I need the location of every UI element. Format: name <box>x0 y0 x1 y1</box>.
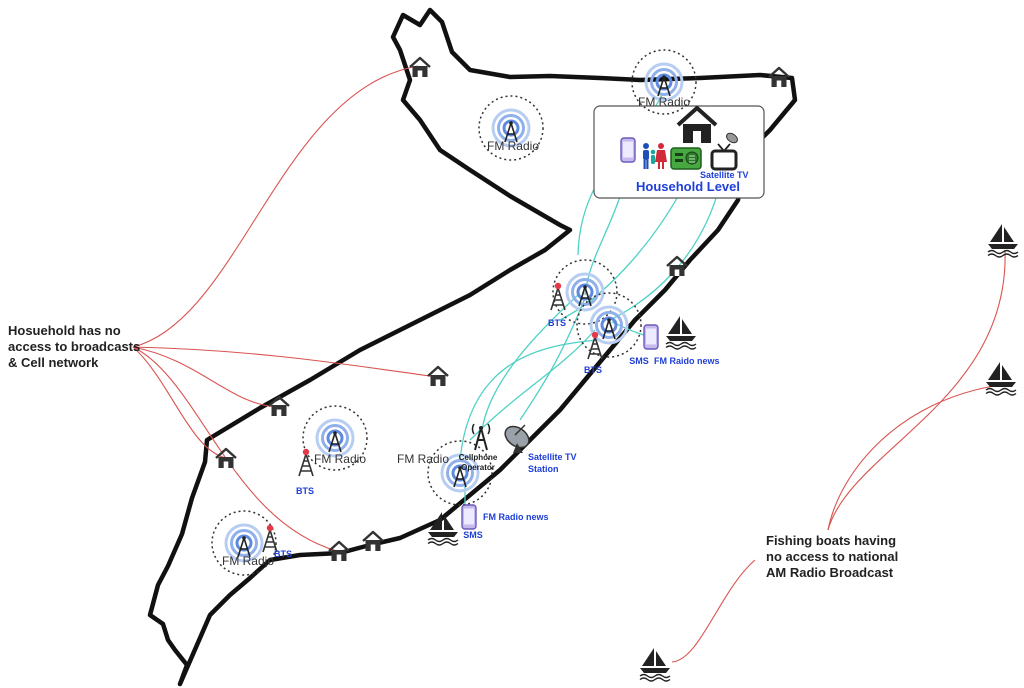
callout-line: Fishing boats having <box>766 533 897 548</box>
sms-label: SMS <box>463 530 483 540</box>
house-icon <box>408 56 432 79</box>
house-icon <box>214 447 238 470</box>
no-access-links <box>132 65 1006 663</box>
bts-label: BTS <box>296 486 314 496</box>
phone-icon <box>643 324 659 350</box>
boat-icon <box>987 223 1019 258</box>
cellphone-operator-label-1: Cellphone <box>459 453 498 462</box>
fm-radio-label: FM Radio <box>397 452 449 466</box>
callout-line: access to broadcasts <box>8 339 141 354</box>
bts-label: BTS <box>274 549 292 559</box>
bts-label: BTS <box>548 318 566 328</box>
satellite-dish-icon <box>504 424 530 453</box>
satellite-tv-label: Satellite TV <box>700 170 749 180</box>
house-icon <box>767 66 791 89</box>
satellite-station-label-1: Satellite TV <box>528 452 577 462</box>
callout-line: Hosuehold has no <box>8 323 121 338</box>
boat-icon <box>639 647 671 682</box>
cellphone-operator-label-2: Operator <box>461 463 495 472</box>
callout-line: & Cell network <box>8 355 99 370</box>
bts-tower-icon <box>298 447 314 477</box>
household-level-label: Household Level <box>636 179 740 194</box>
cellphone-operator-icon <box>471 423 491 451</box>
sms-label: SMS <box>629 356 649 366</box>
fm-radio-news-label: FM Radio news <box>483 512 549 522</box>
house-icon <box>426 365 450 388</box>
house-icon <box>361 530 385 553</box>
bts-tower-icon <box>262 523 278 553</box>
household-phones-icon <box>620 137 636 163</box>
tv-icon <box>710 132 738 171</box>
household-no-access-callout: Hosuehold has no access to broadcasts & … <box>8 323 140 371</box>
radio-set-icon <box>670 147 702 170</box>
boat-icon <box>985 361 1017 396</box>
big-house-icon <box>676 106 718 143</box>
satellite-station-label-2: Station <box>528 464 559 474</box>
fm-radio-label: FM Radio <box>222 554 274 568</box>
fm-radio-label: FM Radio <box>638 95 690 109</box>
fm-radio-icon <box>426 439 494 507</box>
phone-icon <box>461 504 477 530</box>
fishing-boats-callout: Fishing boats having no access to nation… <box>766 533 898 581</box>
fm-radio-label: FM Radio <box>314 452 366 466</box>
boat-icon <box>665 315 697 350</box>
bts-label: BTS <box>584 365 602 375</box>
family-icon <box>643 143 667 169</box>
country-outline <box>147 7 798 687</box>
callout-line: no access to national <box>766 549 899 564</box>
fm-raido-news-label: FM Raido news <box>654 356 720 366</box>
map-labels: FM Radio FM Radio FM Radio FM Radio FM R… <box>222 95 749 568</box>
callout-line: AM Radio Broadcast <box>766 565 894 580</box>
fm-radio-label: FM Radio <box>487 139 539 153</box>
house-icon <box>327 540 351 563</box>
